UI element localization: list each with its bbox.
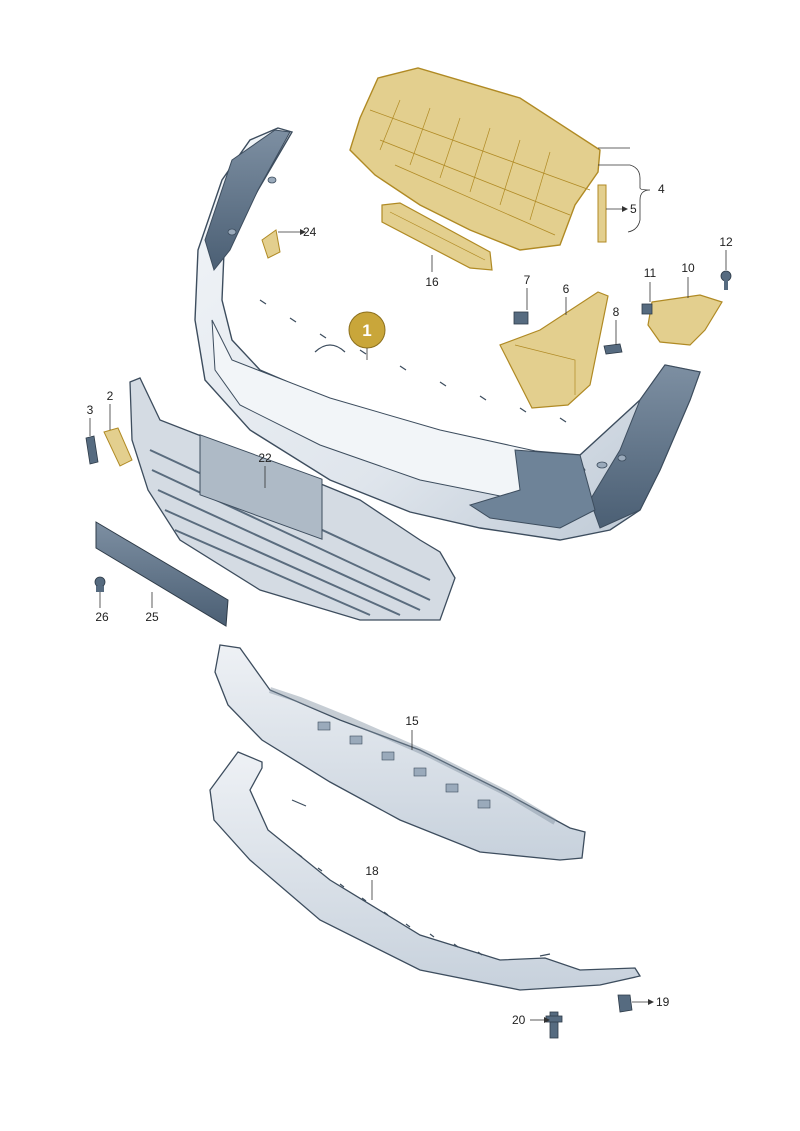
label-7: 7: [524, 273, 531, 287]
front-spoiler-part-18: [209, 751, 642, 991]
label-24: 24: [303, 225, 317, 239]
rod-part-5: [597, 184, 607, 243]
screw-part-19: [617, 994, 633, 1013]
label-5: 5: [630, 202, 637, 216]
bumper-cover-part-1: [194, 127, 701, 541]
grille-part-22: [129, 377, 456, 621]
label-3: 3: [87, 403, 94, 417]
label-15: 15: [405, 714, 419, 728]
label-18: 18: [365, 864, 379, 878]
label-26: 26: [95, 610, 109, 624]
label-16: 16: [425, 275, 439, 289]
label-20: 20: [512, 1013, 526, 1027]
label-6: 6: [563, 282, 570, 296]
bracket-part-24: [261, 229, 281, 259]
label-8: 8: [613, 305, 620, 319]
rivet-part-12: [720, 270, 732, 290]
part-labels: 2 3 4 5 6 7 8 10 11 12 15 16 18 19 20 22…: [87, 182, 733, 1027]
label-10: 10: [681, 261, 695, 275]
clip-part-3: [85, 435, 99, 465]
bracket-part-2: [103, 427, 133, 467]
label-11: 11: [644, 266, 657, 280]
clip-part-7: [513, 311, 529, 325]
callout-badge-1: 1: [348, 311, 386, 360]
screw-part-20: [545, 1011, 563, 1039]
label-19: 19: [656, 995, 670, 1009]
screw-part-26: [94, 576, 106, 592]
callout-number: 1: [362, 321, 371, 340]
guide-bracket-part-10: [647, 294, 723, 346]
upper-support-part-4: [349, 67, 601, 251]
plate-bracket-part-25: [95, 521, 229, 627]
absorber-part-16: [381, 202, 493, 271]
leader-lines: [89, 147, 727, 1023]
side-bracket-part-6: [499, 291, 609, 409]
clip-part-11: [641, 303, 653, 315]
label-4: 4: [658, 182, 665, 196]
label-22: 22: [258, 451, 272, 465]
label-2: 2: [107, 389, 114, 403]
lower-cover-part-15: [214, 644, 586, 861]
label-25: 25: [145, 610, 159, 624]
label-12: 12: [719, 235, 733, 249]
screw-part-8: [603, 343, 623, 355]
